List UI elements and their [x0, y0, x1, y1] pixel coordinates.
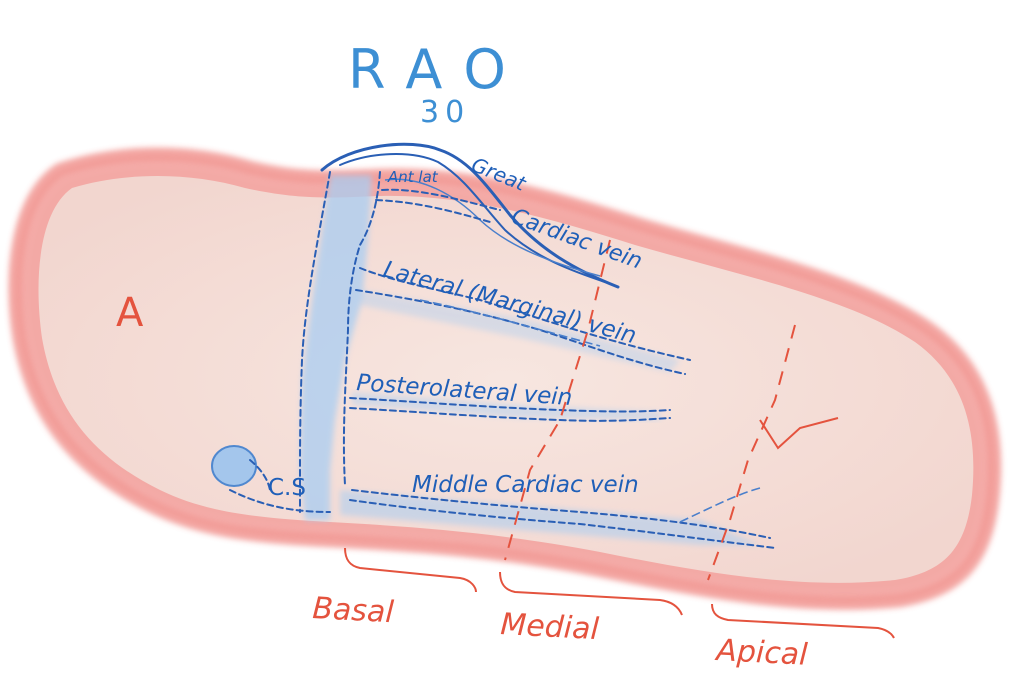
basal-label: Basal — [312, 591, 396, 630]
ant-lat-vein-lower — [375, 199, 491, 223]
middle-cardiac-vein-upper — [351, 489, 771, 539]
medial-label: Medial — [500, 607, 601, 647]
coronary-sinus-ostium — [211, 445, 257, 487]
segment-line-1 — [504, 239, 611, 561]
medial-bracket — [499, 571, 683, 616]
lateral-shading — [360, 290, 680, 372]
middle-cardiac-vein-label: Middle Cardiac vein — [412, 472, 639, 498]
great-cardiac-vein-outer — [320, 142, 620, 289]
apical-bracket — [711, 603, 895, 639]
posterolateral-shading — [352, 392, 660, 420]
heart-interior — [38, 176, 974, 583]
middle-cardiac-vein-lower — [349, 499, 776, 549]
view-title: RAO — [348, 38, 528, 101]
middle-cardiac-shading — [340, 490, 760, 545]
ventricle-mark — [759, 417, 839, 450]
middle-cardiac-vein-tail — [679, 487, 761, 523]
ant-lat-label: Ant lat — [387, 168, 439, 186]
ant-lat-vein-upper — [381, 188, 501, 211]
cs-border-left — [299, 171, 331, 513]
heart-outline-core — [8, 147, 1001, 610]
basal-bracket — [344, 547, 477, 593]
posterolateral-vein-lower — [349, 407, 671, 422]
atrium-label: A — [116, 290, 144, 336]
coronary-sinus-label: C.S — [268, 475, 306, 501]
segment-line-2 — [707, 324, 796, 581]
apical-label: Apical — [714, 633, 809, 673]
lateral-vein-mid — [419, 299, 601, 347]
lateral-vein-lower — [355, 289, 686, 375]
posterolateral-vein-upper — [349, 397, 671, 413]
coronary-sinus-shading — [300, 175, 372, 520]
cs-border-right — [342, 171, 381, 486]
cs-ostium-dashes — [229, 459, 331, 513]
view-angle: 30 — [420, 95, 470, 130]
lateral-vein-upper — [359, 267, 691, 361]
